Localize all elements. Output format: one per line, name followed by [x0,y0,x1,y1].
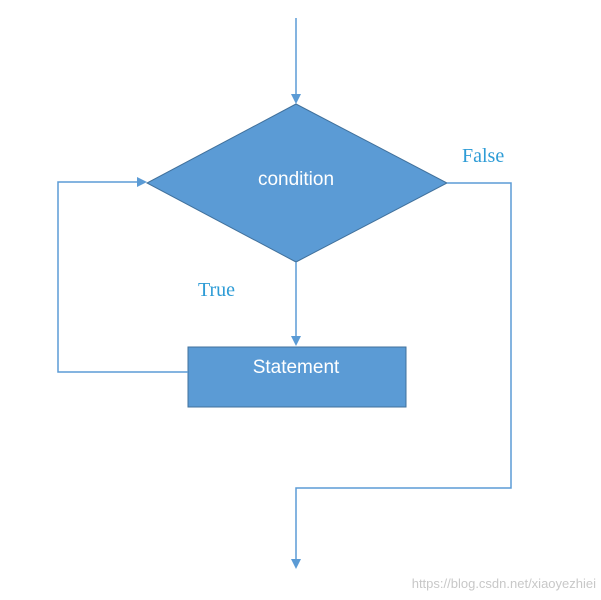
false-arrow [291,182,512,569]
statement-box [187,346,407,408]
loop-back-arrow [57,177,188,373]
watermark-text: https://blog.csdn.net/xiaoyezhiei [412,576,596,591]
statement-label: Statement [253,357,340,378]
condition-label: condition [258,169,334,190]
false-label: False [462,145,504,167]
true-label: True [198,279,235,301]
